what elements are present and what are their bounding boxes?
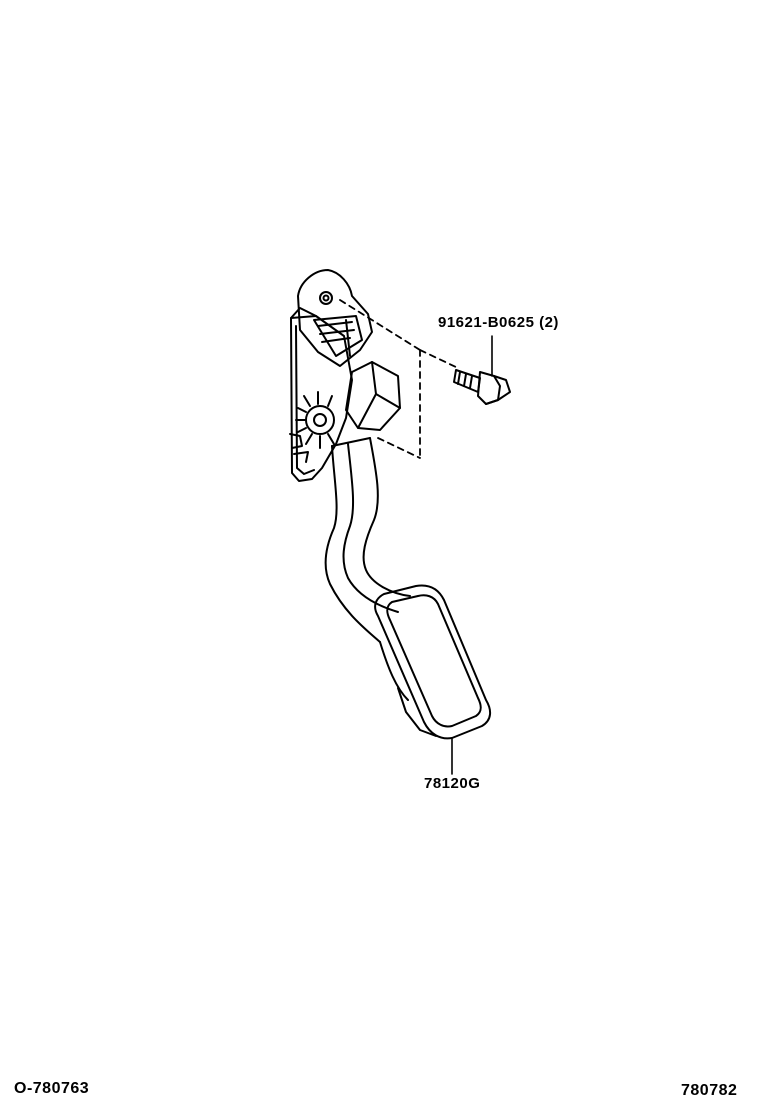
pedal-pad	[374, 584, 492, 740]
pedal-bracket	[290, 307, 353, 482]
pedal-part-label[interactable]: 78120G	[424, 775, 481, 792]
sensor-housing	[297, 269, 373, 367]
bolt-part	[453, 369, 511, 405]
connector-block	[345, 361, 401, 431]
bolt-part-label[interactable]: 91621-B0625 (2)	[438, 314, 559, 331]
pedal-arm	[324, 437, 411, 701]
footer-right-code: 780782	[681, 1082, 738, 1099]
bolt-part-number: 91621-B0625	[438, 314, 535, 331]
sensor-gear	[289, 391, 335, 463]
bolt-quantity: (2)	[539, 314, 559, 331]
leader-lines	[451, 335, 493, 775]
mounting-guide-lines	[339, 299, 459, 459]
footer-left-code: O-780763	[14, 1080, 90, 1097]
